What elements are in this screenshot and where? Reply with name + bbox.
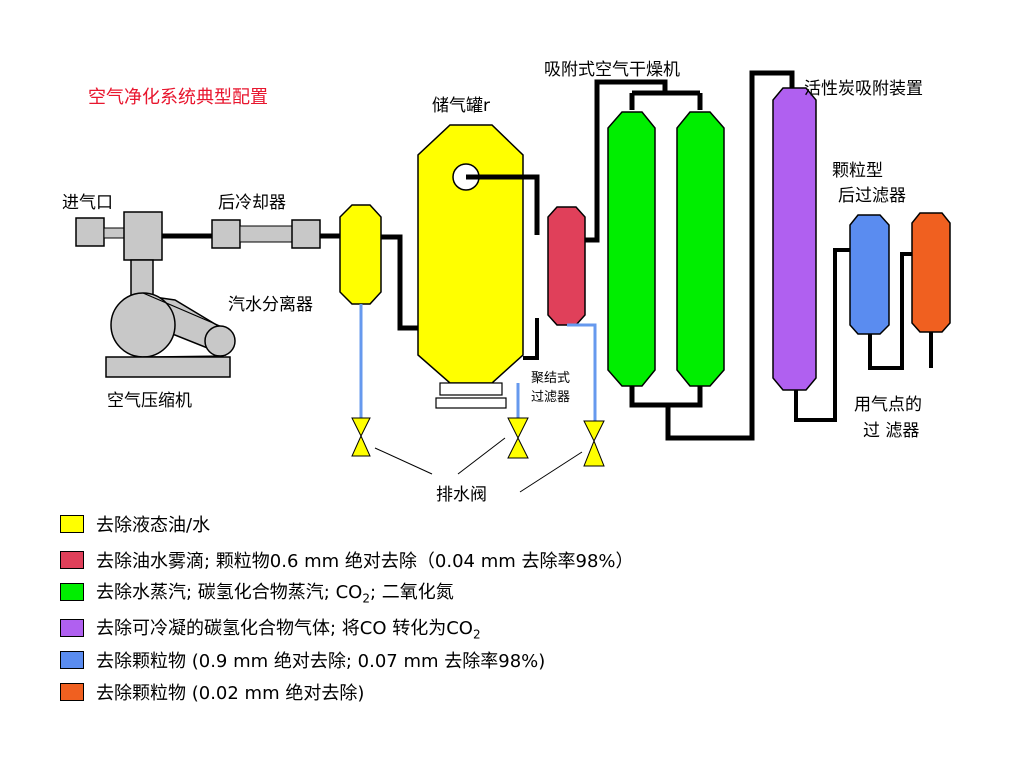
legend-text: 去除颗粒物 (0.9 mm 绝对去除; 0.07 mm 去除率98%) <box>96 651 546 672</box>
label-coalescing-1: 聚结式 <box>531 371 570 386</box>
legend-swatch <box>60 583 84 601</box>
activated-carbon-adsorber <box>772 87 817 391</box>
drain-valve-3 <box>583 420 605 467</box>
adsorption-dryer <box>607 111 725 387</box>
legend-item-blue: 去除颗粒物 (0.9 mm 绝对去除; 0.07 mm 去除率98%) <box>60 646 545 674</box>
legend-swatch <box>60 551 84 569</box>
diagram-title: 空气净化系统典型配置 <box>88 87 268 108</box>
legend-item-yellow: 去除液态油/水 <box>60 510 210 538</box>
drain-valve-2 <box>507 417 529 459</box>
legend-item-green: 去除水蒸汽; 碳氢化合物蒸汽; CO2; 二氧化氮 <box>60 578 454 606</box>
label-drain-valve: 排水阀 <box>436 485 487 505</box>
legend-text: 去除颗粒物 (0.02 mm 绝对去除) <box>96 683 365 704</box>
label-point-of-use-2: 过 滤器 <box>863 421 919 441</box>
label-aftercooler: 后冷却器 <box>218 193 286 213</box>
legend-swatch <box>60 515 84 533</box>
label-separator: 汽水分离器 <box>228 295 313 315</box>
legend-text: 去除可冷凝的碳氢化合物气体; 将CO 转化为CO2 <box>96 618 481 642</box>
point-of-use-filter <box>911 212 951 333</box>
legend-text: 去除油水雾滴; 颗粒物0.6 mm 绝对去除（0.04 mm 去除率98%） <box>96 551 634 572</box>
drain-valve-1 <box>351 417 371 457</box>
legend-swatch <box>60 683 84 701</box>
legend-swatch <box>60 651 84 669</box>
aftercooler <box>211 219 321 249</box>
legend-item-purple: 去除可冷凝的碳氢化合物气体; 将CO 转化为CO2 <box>60 614 481 642</box>
label-particle-filter-1: 颗粒型 <box>832 161 883 181</box>
legend-swatch <box>60 619 84 637</box>
label-point-of-use-1: 用气点的 <box>854 395 922 415</box>
label-compressor: 空气压缩机 <box>107 391 192 411</box>
legend-item-orange: 去除颗粒物 (0.02 mm 绝对去除) <box>60 678 364 706</box>
legend-item-red: 去除油水雾滴; 颗粒物0.6 mm 绝对去除（0.04 mm 去除率98%） <box>60 546 634 574</box>
legend-text: 去除液态油/水 <box>96 515 211 536</box>
label-coalescing-2: 过滤器 <box>531 390 570 405</box>
label-inlet: 进气口 <box>62 193 113 213</box>
label-carbon: 活性炭吸附装置 <box>804 79 923 99</box>
label-particle-filter-2: 后过滤器 <box>838 186 906 206</box>
coalescing-filter <box>547 206 586 326</box>
legend-text: 去除水蒸汽; 碳氢化合物蒸汽; CO2; 二氧化氮 <box>96 582 454 606</box>
water-separator <box>339 204 382 305</box>
storage-tank <box>417 124 524 409</box>
label-tank: 储气罐r <box>432 96 490 116</box>
label-dryer: 吸附式空气干燥机 <box>544 60 680 80</box>
particle-after-filter <box>849 214 890 335</box>
